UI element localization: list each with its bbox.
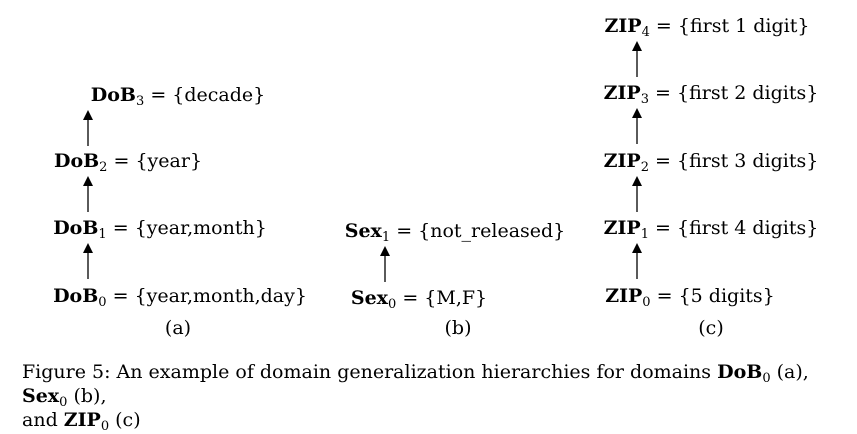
caption-dob-sub: 0 xyxy=(762,371,771,386)
caption-zip: ZIP xyxy=(63,409,101,431)
caption-line2-prefix: and xyxy=(22,409,64,431)
caption-dob: DoB xyxy=(717,361,763,383)
zip-arrow-3-to-4 xyxy=(631,41,643,77)
caption-dob-tag: (a), xyxy=(770,361,809,383)
dob-panel-label: (a) xyxy=(164,317,192,339)
domain-generalization-figure: DoB3 = {decade} DoB2 = {year} DoB1 = {ye… xyxy=(22,15,819,433)
caption-text: Figure 5: An example of domain generaliz… xyxy=(22,361,718,383)
zip-arrow-0-to-1 xyxy=(631,243,643,279)
dob-arrow-2-to-3 xyxy=(82,110,94,146)
zip-arrow-2-to-3 xyxy=(631,108,643,144)
dob-level-2-node: DoB2 = {year} xyxy=(53,150,203,175)
sex-arrow-0-to-1 xyxy=(379,246,391,282)
figure-caption: Figure 5: An example of domain generaliz… xyxy=(22,360,842,434)
zip-arrow-1-to-2 xyxy=(631,176,643,212)
dob-level-3-node: DoB3 = {decade} xyxy=(90,84,266,109)
caption-zip-tag: (c) xyxy=(109,409,141,431)
zip-level-2-node: ZIP2 = {first 3 digits} xyxy=(603,150,819,175)
caption-sex-sub: 0 xyxy=(59,395,68,410)
sex-level-1-node: Sex1 = {not_released} xyxy=(344,220,566,245)
dob-level-1-node: DoB1 = {year,month} xyxy=(53,217,267,242)
dob-level-0-node: DoB0 = {year,month,day} xyxy=(53,285,307,310)
zip-panel-label: (c) xyxy=(698,317,724,339)
zip-level-0-node: ZIP0 = {5 digits} xyxy=(605,285,775,310)
caption-sex-tag: (b), xyxy=(67,385,107,407)
zip-level-1-node: ZIP1 = {first 4 digits} xyxy=(603,217,819,242)
caption-sex: Sex xyxy=(22,385,60,407)
sex-panel-label: (b) xyxy=(444,317,472,339)
dob-arrow-1-to-2 xyxy=(82,176,94,212)
zip-level-3-node: ZIP3 = {first 2 digits} xyxy=(603,82,819,107)
dob-arrow-0-to-1 xyxy=(82,243,94,279)
sex-level-0-node: Sex0 = {M,F} xyxy=(350,287,488,312)
zip-level-4-node: ZIP4 = {first 1 digit} xyxy=(604,15,810,40)
caption-zip-sub: 0 xyxy=(100,419,110,434)
